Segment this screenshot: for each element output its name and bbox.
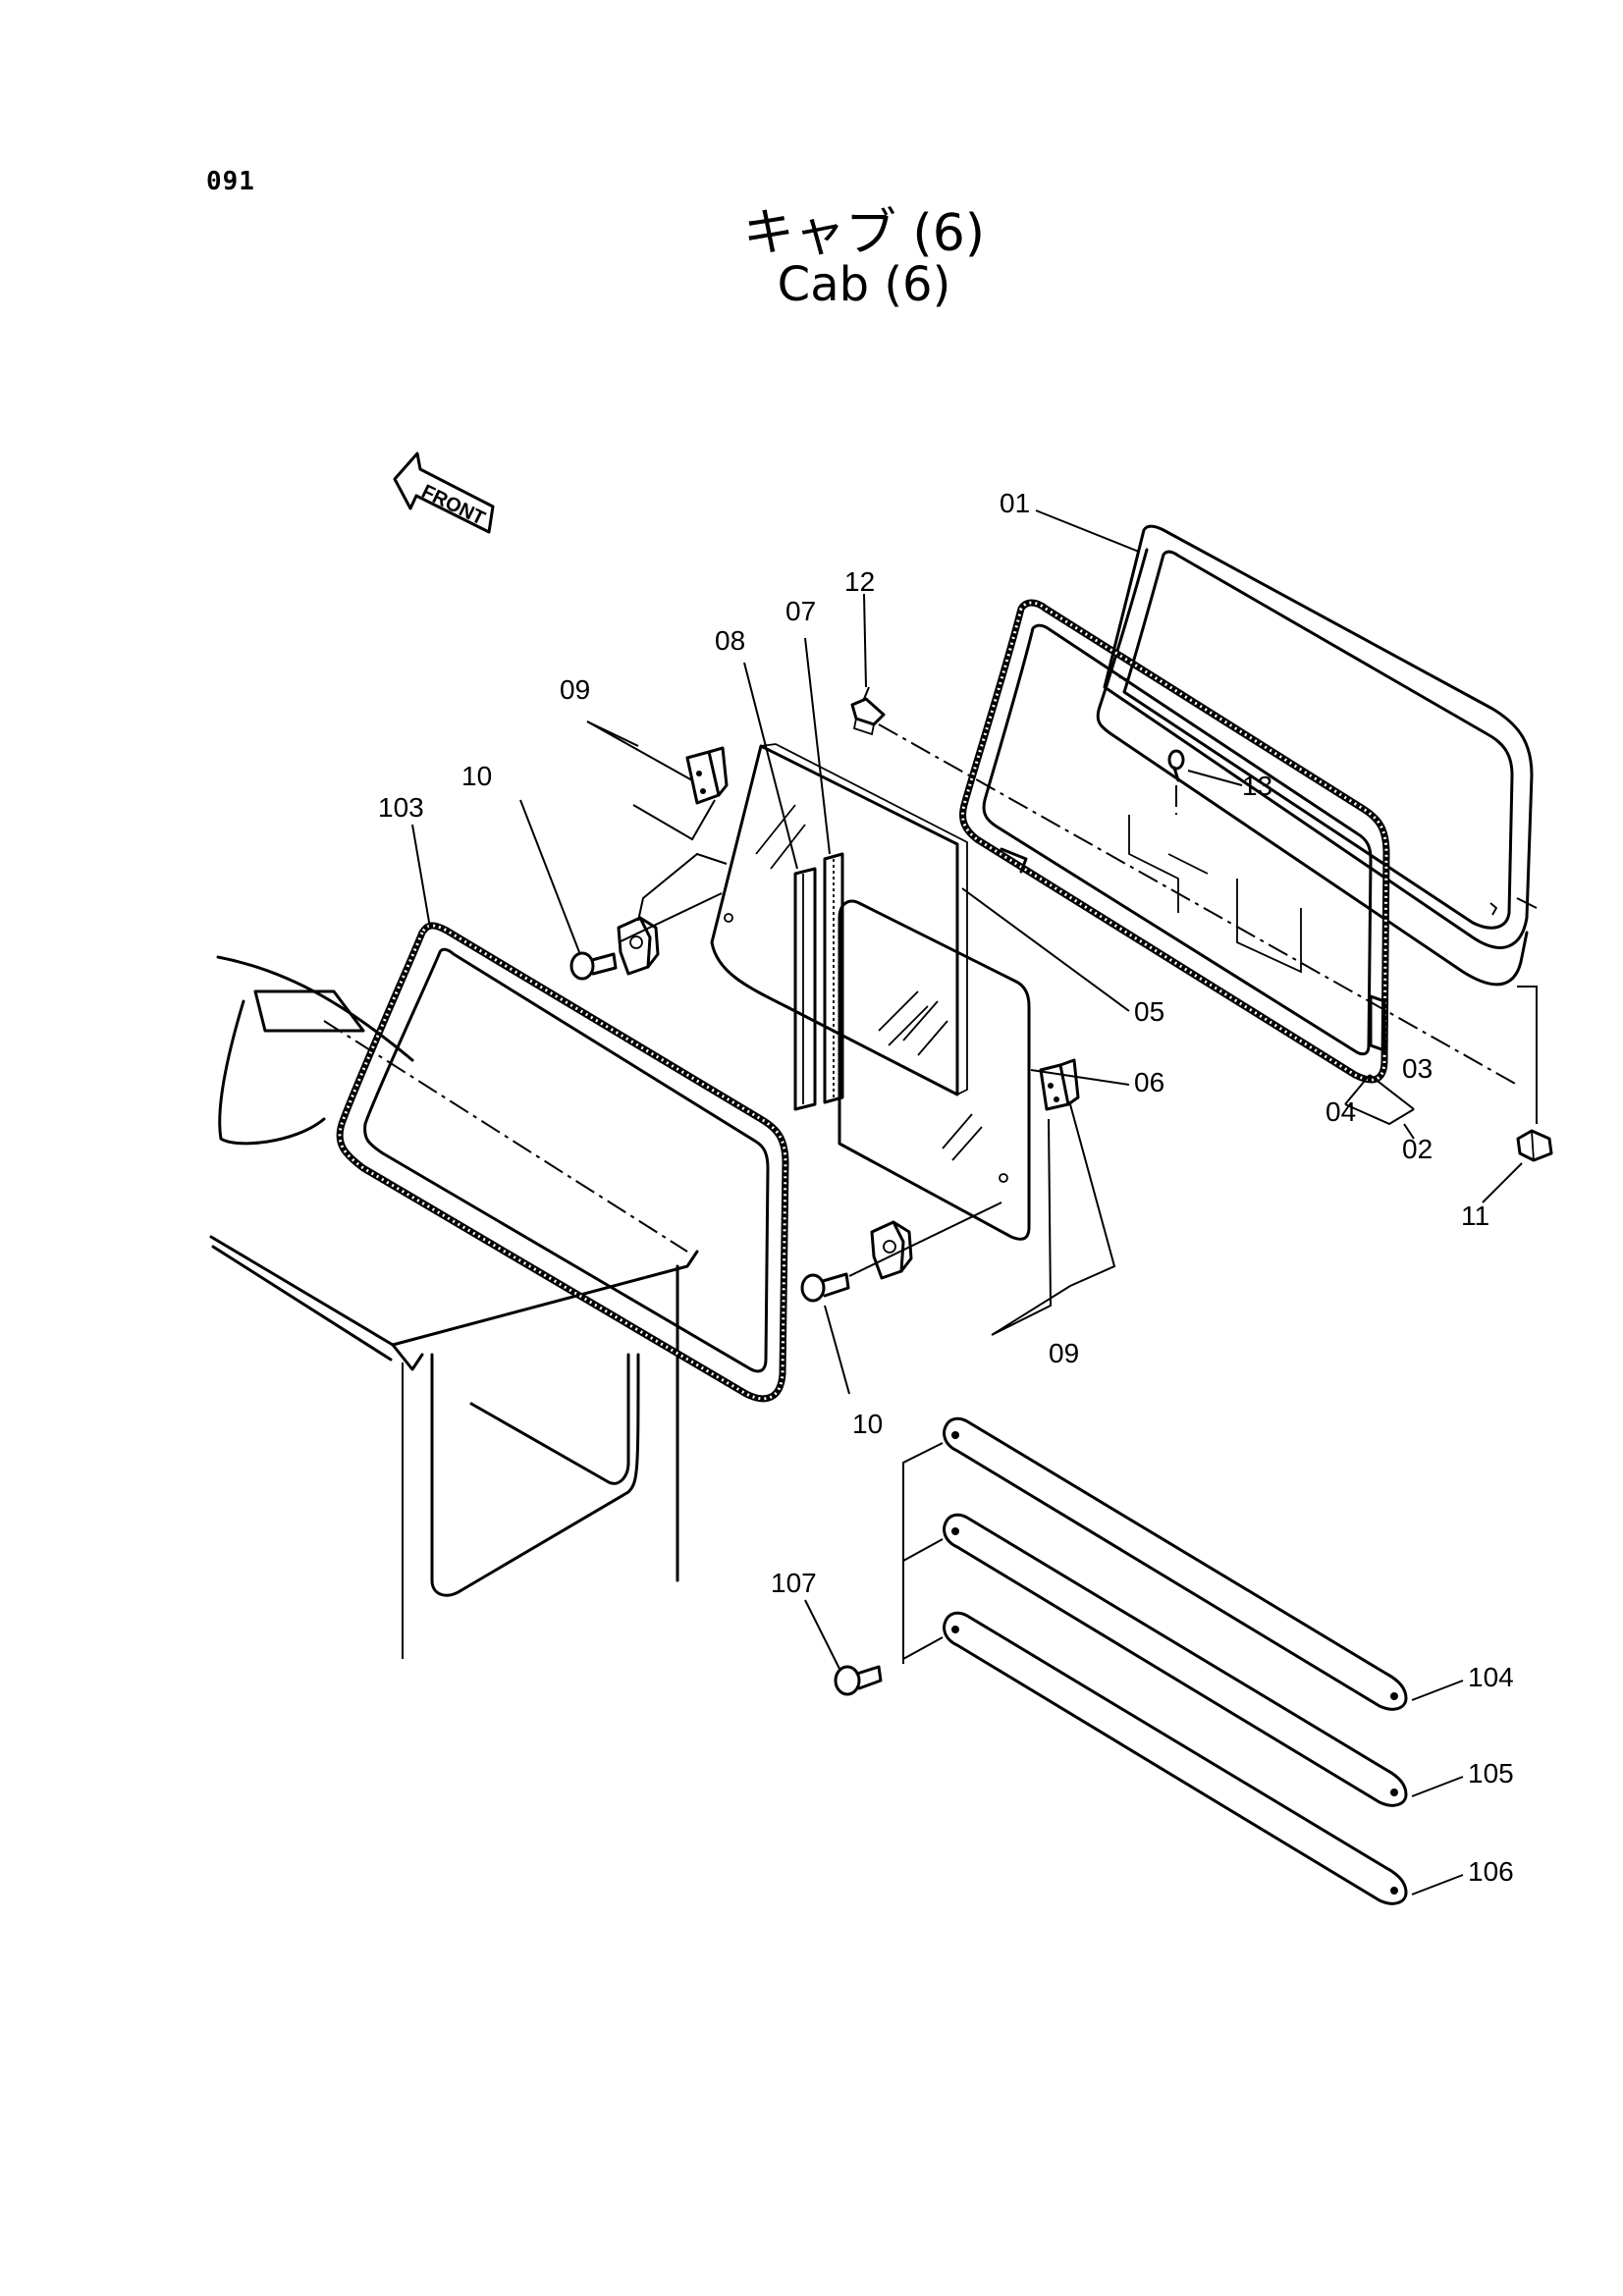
- centerline-12-11: [878, 723, 1518, 1086]
- leader-104: [1411, 1680, 1464, 1701]
- label-10-upper: 10: [461, 761, 492, 791]
- part-06-sliding-glass: [838, 899, 1031, 1241]
- leader-13: [1187, 770, 1243, 786]
- front-label: FRONT: [418, 481, 489, 530]
- leader-10-lower: [824, 1305, 850, 1395]
- part-02-sash-seal: [959, 599, 1390, 1084]
- part-105-strap: [943, 1513, 1408, 1807]
- leader-12-stub: [863, 686, 870, 700]
- part-106-strap: [943, 1611, 1408, 1905]
- leader-screw-glass-lower: [848, 1201, 1002, 1277]
- leader-106: [1411, 1874, 1464, 1896]
- label-03: 03: [1402, 1053, 1433, 1084]
- leader-107: [804, 1599, 840, 1670]
- label-107: 107: [771, 1568, 817, 1598]
- part-13-pin: [1167, 749, 1185, 782]
- leader-07: [804, 637, 831, 855]
- label-06: 06: [1134, 1067, 1164, 1097]
- label-10-lower: 10: [852, 1409, 883, 1439]
- leader-12: [863, 593, 867, 688]
- part-10-screw-upper: [569, 951, 618, 981]
- label-01: 01: [1000, 488, 1030, 518]
- leader-10-upper: [519, 799, 580, 953]
- label-106: 106: [1468, 1856, 1514, 1887]
- leader-01: [1035, 509, 1140, 553]
- leader-105: [1411, 1776, 1464, 1797]
- leader-09-upper-b: [586, 721, 639, 747]
- label-08: 08: [715, 625, 745, 656]
- part-103-window-seal: [336, 922, 789, 1403]
- bracket-11: [1517, 986, 1538, 1124]
- leader-103: [411, 824, 431, 929]
- leader-02: [1403, 1123, 1415, 1140]
- leader-08: [743, 662, 798, 870]
- frame-guide-details: [1128, 815, 1302, 974]
- label-09-lower: 09: [1049, 1338, 1079, 1368]
- leader-02-03-04: [1344, 1074, 1415, 1126]
- part-09-upper-catch: [685, 746, 729, 805]
- label-07: 07: [785, 596, 816, 626]
- label-13: 13: [1242, 771, 1272, 801]
- bracket-11-top: [1516, 897, 1538, 909]
- label-04: 04: [1325, 1096, 1356, 1127]
- leader-05: [961, 887, 1130, 1012]
- page-number: 091: [206, 167, 255, 196]
- part-09-lower-catch: [1039, 1058, 1080, 1111]
- front-arrow-icon: FRONT: [393, 452, 495, 534]
- title-english: Cab (6): [777, 257, 951, 312]
- part-07-weatherstrip: [823, 852, 844, 1104]
- leader-screw-glass-upper: [618, 892, 723, 943]
- cab-body: [209, 955, 699, 1659]
- leader-06: [1030, 1069, 1130, 1086]
- label-05: 05: [1134, 996, 1164, 1027]
- label-105: 105: [1468, 1758, 1514, 1789]
- part-01-window-frame: [1096, 524, 1534, 987]
- leader-09-upper: [586, 721, 693, 781]
- leader-09-lower: [991, 1103, 1116, 1336]
- centerline-103: [323, 1020, 688, 1253]
- leader-lock-upper: [637, 852, 728, 922]
- leader-catch-upper: [632, 799, 716, 841]
- part-10-screw-lower: [800, 1272, 850, 1303]
- part-lock-lower: [870, 1220, 913, 1280]
- part-104-strap: [943, 1416, 1408, 1711]
- part-12-clip: [850, 697, 886, 736]
- bracket-107: [902, 1442, 944, 1664]
- part-11-stopper: [1516, 1129, 1553, 1162]
- label-02: 02: [1402, 1134, 1433, 1164]
- part-08-channel: [793, 867, 817, 1111]
- part-107-bolt: [834, 1665, 883, 1696]
- label-11: 11: [1461, 1201, 1489, 1231]
- label-104: 104: [1468, 1662, 1514, 1692]
- part-lock-upper: [617, 916, 660, 976]
- title-japanese: キャブ (6): [742, 204, 986, 263]
- label-103: 103: [378, 792, 424, 823]
- leader-11: [1482, 1162, 1523, 1203]
- label-09-upper: 09: [560, 674, 590, 705]
- label-12: 12: [844, 566, 875, 597]
